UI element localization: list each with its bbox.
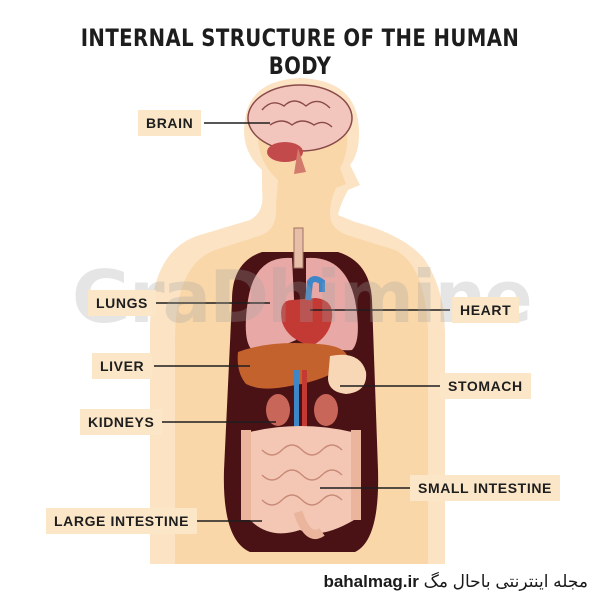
kidneys-shape [266, 370, 338, 450]
label-kidneys: KIDNEYS [80, 409, 163, 435]
label-brain: BRAIN [138, 110, 202, 136]
footer-tagline: مجله اینترنتی باحال مگ [423, 572, 588, 591]
label-lungs: LUNGS [88, 290, 156, 316]
label-stomach: STOMACH [440, 373, 531, 399]
intestines-shape [241, 426, 361, 539]
label-heart: HEART [452, 297, 520, 323]
trachea-shape [293, 227, 304, 269]
page-title: INTERNAL STRUCTURE OF THE HUMAN BODY [80, 24, 520, 80]
footer-site[interactable]: bahalmag.ir [323, 572, 419, 591]
brain-shape [247, 84, 353, 174]
label-large-intestine: LARGE INTESTINE [46, 508, 198, 534]
left-lung-shape [245, 257, 296, 351]
leader-lines [153, 122, 450, 522]
liver-shape [237, 343, 349, 389]
label-small-intestine: SMALL INTESTINE [410, 475, 560, 501]
label-liver: LIVER [92, 353, 153, 379]
footer-bar: bahalmag.ir مجله اینترنتی باحال مگ [0, 564, 600, 600]
stomach-shape [328, 354, 367, 394]
footer-credit: bahalmag.ir مجله اینترنتی باحال مگ [323, 572, 588, 592]
